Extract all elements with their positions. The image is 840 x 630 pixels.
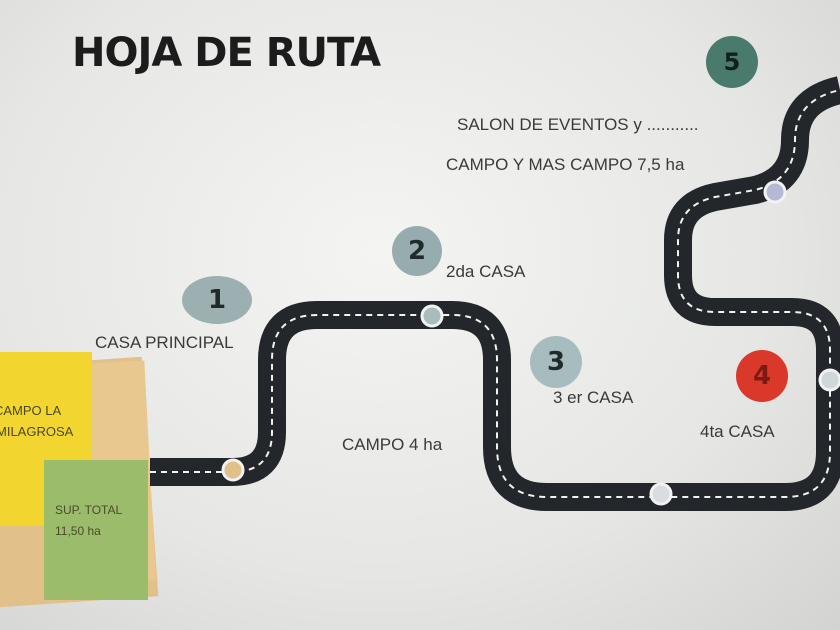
sticky-notes xyxy=(0,352,159,608)
green-note-text: SUP. TOTAL 11,50 ha xyxy=(55,500,122,542)
stop-4-number: 4 xyxy=(752,361,772,391)
stop-1-label: CASA PRINCIPAL xyxy=(95,333,234,352)
stop-2-label: 2da CASA xyxy=(446,262,526,281)
waypoint-stop-4 xyxy=(818,368,840,392)
stop-5-label-line2: CAMPO Y MAS CAMPO 7,5 ha xyxy=(446,155,685,174)
stop-1-badge: 1 xyxy=(182,276,252,324)
green-note-line2: 11,50 ha xyxy=(55,524,101,538)
green-note-line1: SUP. TOTAL xyxy=(55,503,123,517)
stop-1-number: 1 xyxy=(207,285,227,315)
yellow-note-line1: CAMPO LA xyxy=(0,403,62,418)
stop-3-badge: 3 xyxy=(530,336,582,388)
green-note xyxy=(44,460,148,600)
yellow-note-text: CAMPO LA MILAGROSA xyxy=(0,400,73,442)
stop-3-label: 3 er CASA xyxy=(553,388,634,407)
stop-4-label: 4ta CASA xyxy=(700,422,775,441)
waypoint-stop-5 xyxy=(763,180,787,204)
stop-2-number: 2 xyxy=(407,236,427,266)
stop-3-number: 3 xyxy=(546,347,566,377)
road-center-dashes xyxy=(150,89,840,498)
stop-5-label-line1: SALON DE EVENTOS y ........... xyxy=(457,115,699,134)
stop-5-badge: 5 xyxy=(706,36,758,88)
campo-label: CAMPO 4 ha xyxy=(342,435,443,454)
yellow-note-line2: MILAGROSA xyxy=(0,424,74,439)
page-title: HOJA DE RUTA xyxy=(72,30,381,76)
waypoint-stop-3 xyxy=(649,482,673,506)
stop-5-number: 5 xyxy=(723,48,741,76)
stop-2-badge: 2 xyxy=(392,226,442,276)
waypoint-stop-1 xyxy=(221,458,245,482)
stop-4-badge: 4 xyxy=(736,350,788,402)
waypoint-stop-2 xyxy=(420,304,444,328)
